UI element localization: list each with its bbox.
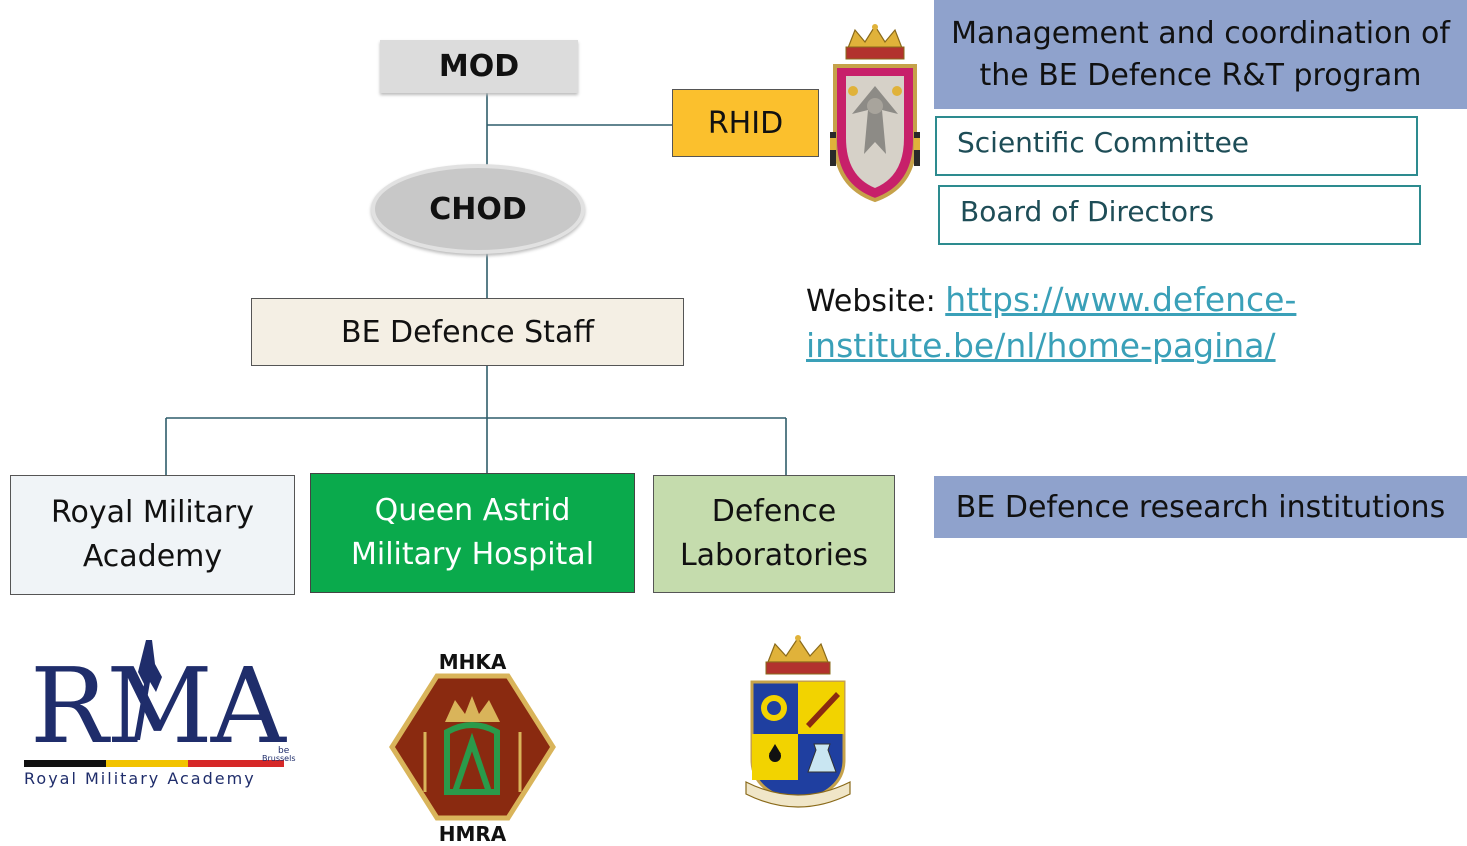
board-label: Board of Directors (960, 195, 1215, 228)
rhid-crest-icon (830, 24, 920, 203)
chod-box: CHOD (371, 164, 585, 254)
rhid-label: RHID (707, 105, 784, 141)
rma-subtitle: Royal Military Academy (24, 769, 256, 788)
rma-logo: RMA be Brussels Royal Military Academy (22, 632, 312, 792)
hospital-box: Queen Astrid Military Hospital (310, 473, 635, 593)
labs-crest-icon (745, 635, 851, 808)
staff-label: BE Defence Staff (340, 314, 594, 350)
website-text: Website: https://www.defence-institute.b… (806, 278, 1316, 370)
rma-label: Royal Military Academy (51, 495, 254, 574)
research-institutions-label: BE Defence research institutions (955, 489, 1446, 525)
rma-be: be (278, 746, 290, 756)
scientific-committee-label: Scientific Committee (957, 126, 1250, 159)
hospital-label: Queen Astrid Military Hospital (350, 493, 595, 572)
staff-box: BE Defence Staff (251, 298, 684, 366)
rma-box: Royal Military Academy (10, 475, 295, 595)
mod-label: MOD (438, 49, 520, 84)
scientific-committee-box: Scientific Committee (935, 116, 1418, 176)
rma-city: Brussels (262, 754, 296, 763)
website-link[interactable]: https://www.defence-institute.be/nl/home… (806, 280, 1297, 365)
chod-label: CHOD (429, 191, 527, 227)
research-institutions-panel: BE Defence research institutions (934, 476, 1467, 538)
hmra-emblem-icon (389, 673, 556, 821)
rhid-box: RHID (672, 89, 819, 157)
board-box: Board of Directors (938, 185, 1421, 245)
hmra-label: HMRA (438, 822, 507, 846)
rma-letters: RMA (30, 645, 286, 767)
rma-figure-icon (24, 640, 284, 767)
website-label: Website: (806, 284, 946, 319)
labs-label: Defence Laboratories (679, 494, 869, 573)
management-label: Management and coordination of the BE De… (951, 15, 1450, 93)
hmra-logo: MHKA HMRA (385, 650, 560, 846)
mod-box: MOD (380, 40, 578, 93)
labs-box: Defence Laboratories (653, 475, 895, 593)
mhka-label: MHKA (438, 650, 507, 674)
management-panel: Management and coordination of the BE De… (934, 0, 1467, 109)
